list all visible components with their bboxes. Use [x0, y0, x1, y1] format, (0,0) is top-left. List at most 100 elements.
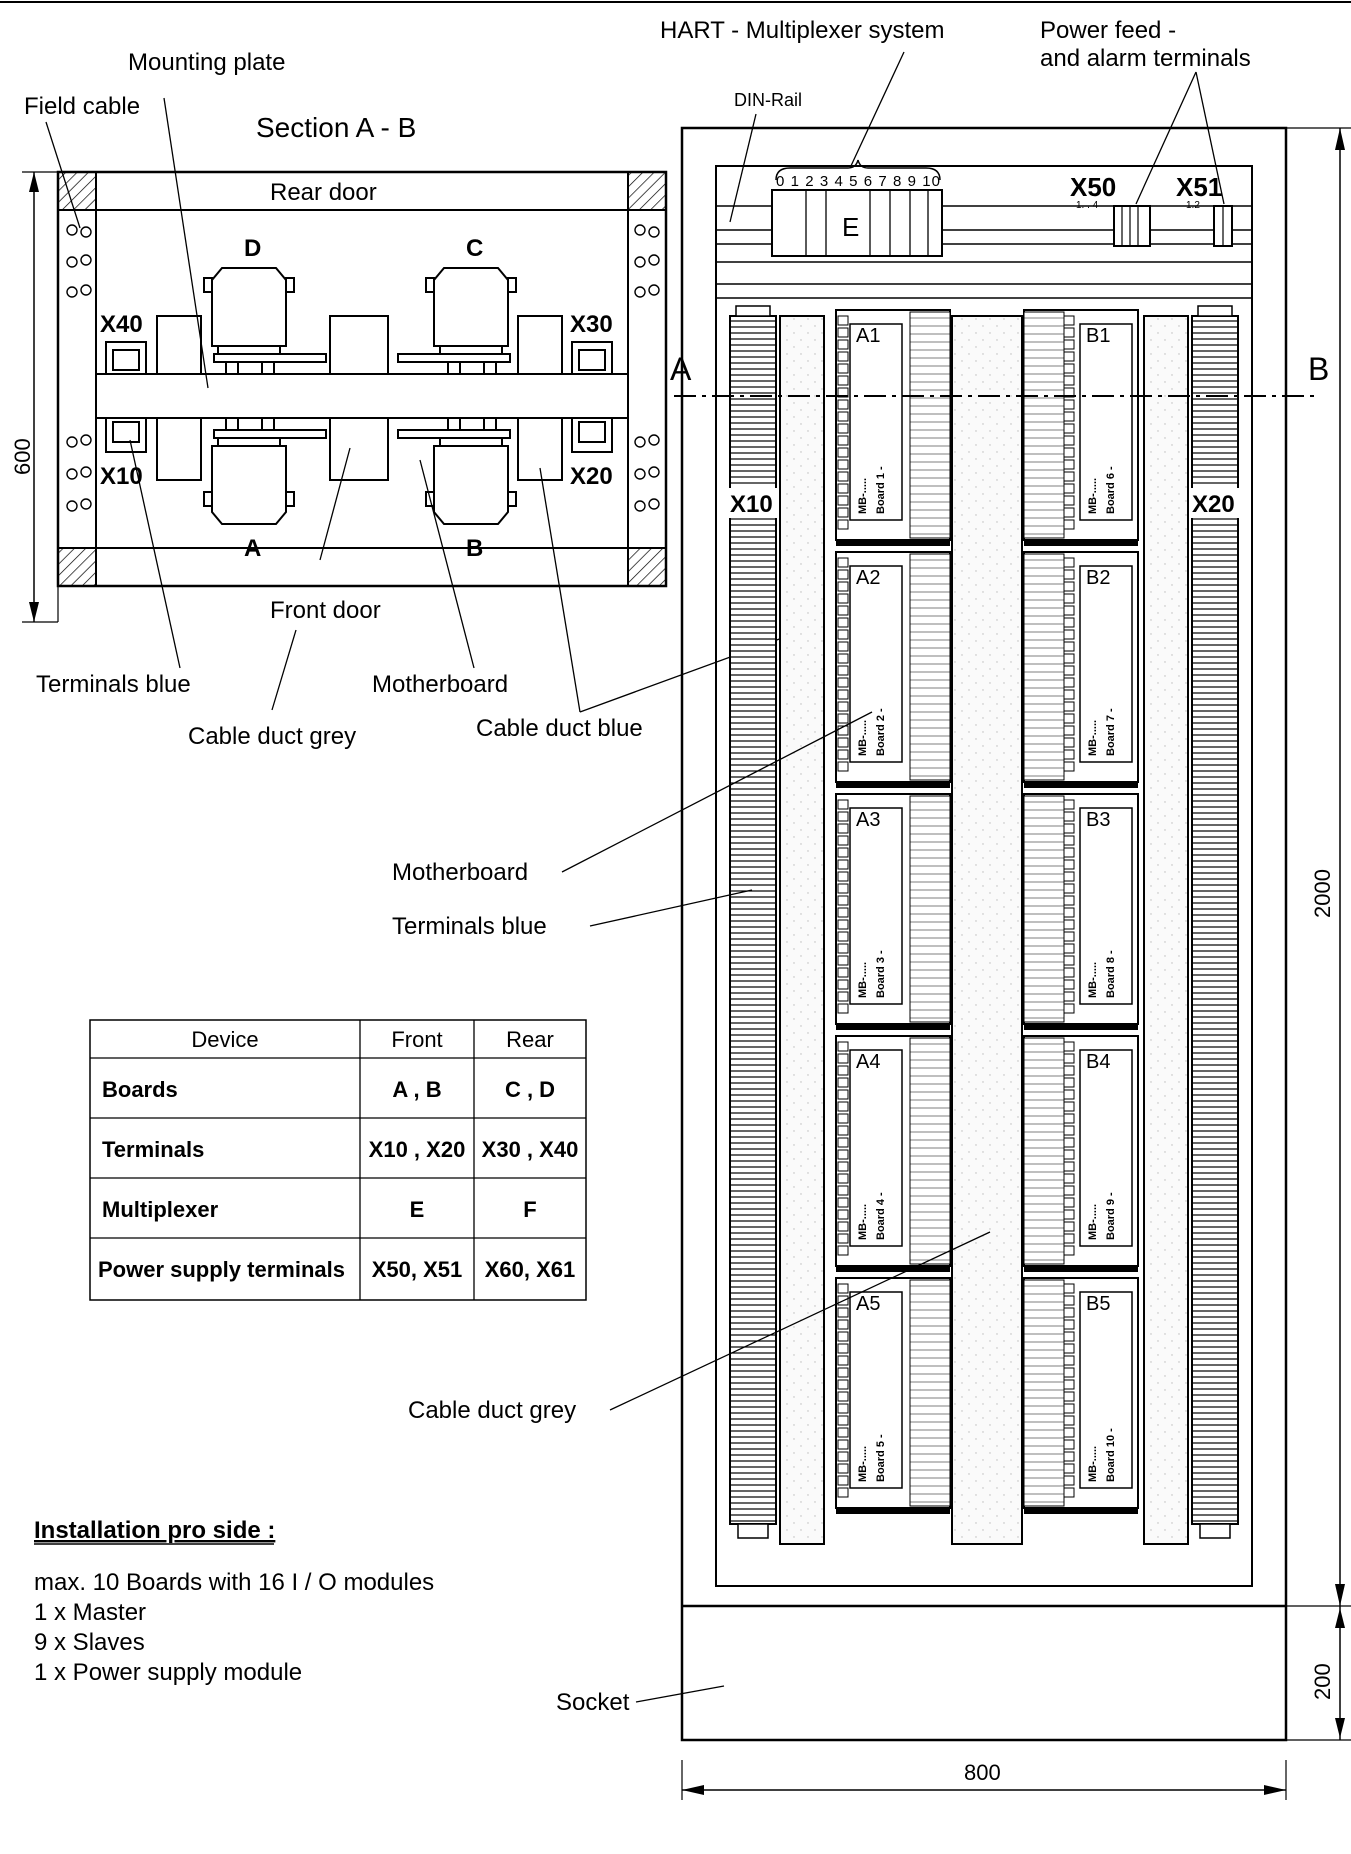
left-board-mb: MB-..... — [857, 1446, 869, 1482]
right-board — [1023, 1277, 1139, 1514]
terminal-x20-label: X20 — [1192, 491, 1235, 518]
terminal-x50-range: 1. . 4 — [1076, 200, 1099, 211]
left-board-name: Board 2 - — [875, 708, 887, 756]
right-board — [1023, 1035, 1139, 1272]
right-board — [1023, 793, 1139, 1030]
section-terminal-x30: X30 — [570, 311, 613, 338]
front-door-label: Front door — [270, 597, 381, 624]
right-board-id: B2 — [1086, 567, 1110, 589]
table-cell: F — [523, 1197, 536, 1222]
callout-terminals-blue-top: Terminals blue — [36, 671, 191, 698]
section-board-d: D — [244, 235, 261, 262]
right-board-name: Board 7 - — [1105, 708, 1117, 756]
left-board-mb: MB-..... — [857, 478, 869, 514]
terminal-x10-label: X10 — [730, 491, 773, 518]
cut-marker-b: B — [1308, 351, 1329, 387]
device-table — [89, 1019, 587, 1301]
section-board-a: A — [244, 535, 261, 562]
terminal-x51-label: X51 — [1176, 172, 1222, 202]
mux-module-label: E — [842, 212, 859, 242]
table-header-device: Device — [191, 1027, 258, 1052]
left-board — [835, 309, 951, 546]
right-board-mb: MB-..... — [1087, 962, 1099, 998]
installation-line: max. 10 Boards with 16 I / O modules — [34, 1569, 434, 1596]
table-cell: X60, X61 — [485, 1257, 576, 1282]
callout-power-feed-line1: Power feed - — [1040, 17, 1176, 44]
dimension-600: 600 — [10, 438, 35, 475]
left-board-name: Board 4 - — [875, 1192, 887, 1240]
left-board — [835, 793, 951, 1030]
right-board — [1023, 309, 1139, 546]
left-board-name: Board 3 - — [875, 950, 887, 998]
right-board-id: B4 — [1086, 1051, 1110, 1073]
callout-mounting-plate: Mounting plate — [128, 49, 285, 76]
section-terminal-x40: X40 — [100, 311, 143, 338]
right-board-mb: MB-..... — [1087, 1204, 1099, 1240]
right-board-mb: MB-..... — [1087, 478, 1099, 514]
left-board-id: A2 — [856, 567, 880, 589]
callout-field-cable: Field cable — [24, 93, 140, 120]
right-board-mb: MB-..... — [1087, 720, 1099, 756]
table-cell: Power supply terminals — [98, 1257, 345, 1282]
callout-hart-mux: HART - Multiplexer system — [660, 17, 945, 44]
table-cell: E — [410, 1197, 425, 1222]
dimension-200: 200 — [1310, 1663, 1335, 1700]
left-board — [835, 551, 951, 788]
right-board-id: B5 — [1086, 1293, 1110, 1315]
table-cell: X50, X51 — [372, 1257, 463, 1282]
callout-motherboard-mid: Motherboard — [392, 859, 528, 886]
left-board-id: A3 — [856, 809, 880, 831]
section-terminal-x20: X20 — [570, 463, 613, 490]
callout-socket: Socket — [556, 1689, 630, 1716]
callout-cable-duct-blue: Cable duct blue — [476, 715, 643, 742]
callout-din-rail: DIN-Rail — [734, 90, 802, 110]
left-board-name: Board 5 - — [875, 1434, 887, 1482]
table-cell: C , D — [505, 1077, 555, 1102]
terminal-x51-range: 1.2 — [1186, 200, 1200, 211]
table-cell: Multiplexer — [102, 1197, 219, 1222]
section-title: Section A - B — [256, 112, 416, 143]
rear-door-label: Rear door — [270, 179, 377, 206]
table-cell: X30 , X40 — [482, 1137, 579, 1162]
table-cell: A , B — [392, 1077, 441, 1102]
installation-line: 1 x Master — [34, 1599, 146, 1626]
section-view — [22, 170, 668, 623]
table-cell: X10 , X20 — [369, 1137, 466, 1162]
table-header-rear: Rear — [506, 1027, 554, 1052]
table-header-front: Front — [391, 1027, 442, 1052]
right-board-name: Board 10 - — [1105, 1428, 1117, 1482]
cut-marker-a: A — [670, 351, 692, 387]
left-board-name: Board 1 - — [875, 466, 887, 514]
left-board-mb: MB-..... — [857, 1204, 869, 1240]
callout-cable-duct-grey-top: Cable duct grey — [188, 723, 356, 750]
mux-slot-numbers: 0 1 2 3 4 5 6 7 8 9 10 — [776, 173, 940, 190]
installation-line: 1 x Power supply module — [34, 1659, 302, 1686]
left-board-mb: MB-..... — [857, 962, 869, 998]
cabinet-front-view — [674, 126, 1351, 1800]
left-board-id: A4 — [856, 1051, 880, 1073]
installation-line: 9 x Slaves — [34, 1629, 145, 1656]
left-board-id: A1 — [856, 325, 880, 347]
right-board-mb: MB-..... — [1087, 1446, 1099, 1482]
left-board-id: A5 — [856, 1293, 880, 1315]
right-board-id: B3 — [1086, 809, 1110, 831]
left-board — [835, 1035, 951, 1272]
callout-power-feed-line2: and alarm terminals — [1040, 45, 1251, 72]
dimension-2000: 2000 — [1310, 869, 1335, 918]
terminal-x50-label: X50 — [1070, 172, 1116, 202]
dimension-800: 800 — [964, 1760, 1001, 1785]
callout-terminals-blue-mid: Terminals blue — [392, 913, 547, 940]
right-board-name: Board 8 - — [1105, 950, 1117, 998]
left-board — [835, 1277, 951, 1514]
right-board-id: B1 — [1086, 325, 1110, 347]
table-cell: Boards — [102, 1077, 178, 1102]
right-board-name: Board 9 - — [1105, 1192, 1117, 1240]
callout-motherboard-top: Motherboard — [372, 671, 508, 698]
section-board-c: C — [466, 235, 483, 262]
table-cell: Terminals — [102, 1137, 204, 1162]
section-board-b: B — [466, 535, 483, 562]
right-board — [1023, 551, 1139, 788]
left-board-mb: MB-..... — [857, 720, 869, 756]
right-board-name: Board 6 - — [1105, 466, 1117, 514]
